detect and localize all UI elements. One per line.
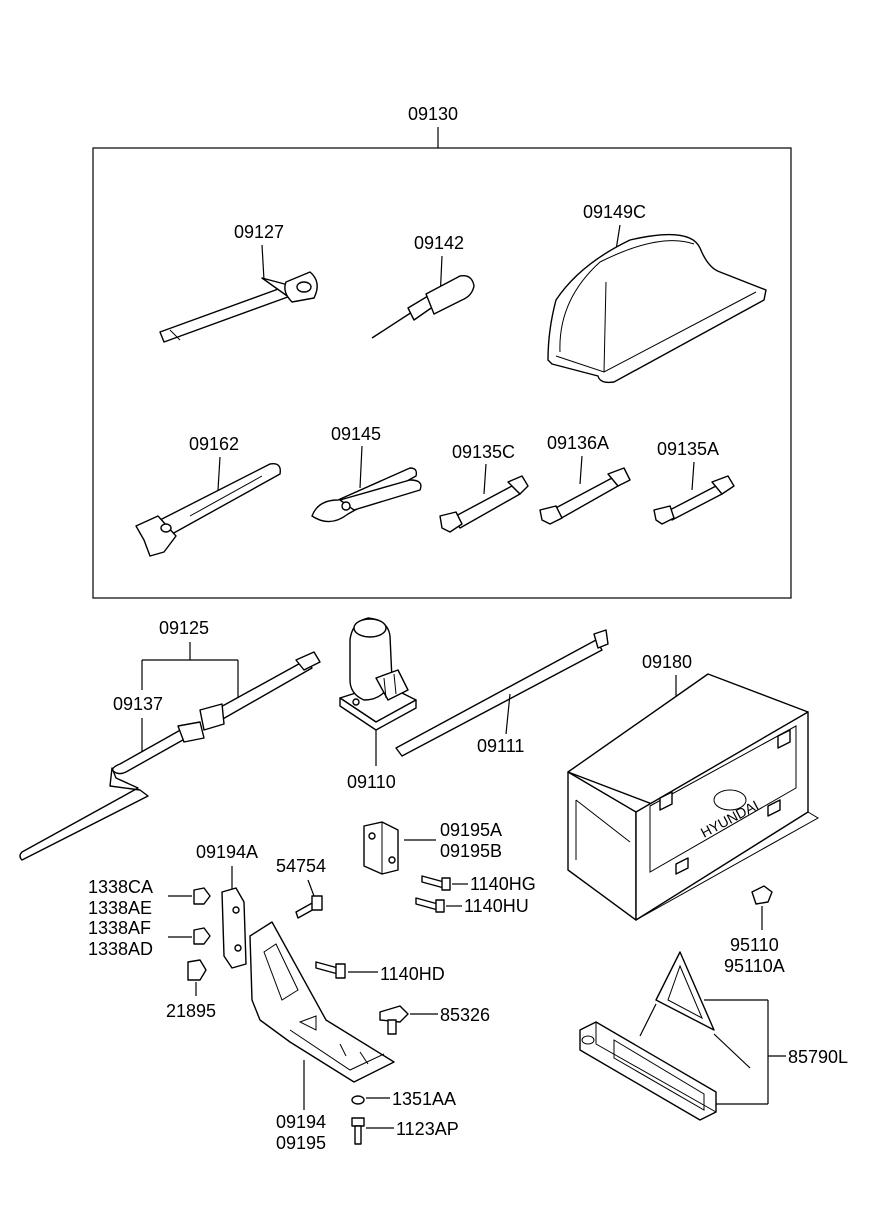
label-1338ae: 1338AE bbox=[88, 898, 152, 918]
bottle-jack: 09110 bbox=[339, 617, 417, 792]
extension-bar: 09111 bbox=[395, 629, 609, 757]
label-09194a: 09194A bbox=[196, 842, 258, 862]
label-54754: 54754 bbox=[276, 856, 326, 876]
label-09149c: 09149C bbox=[583, 202, 646, 222]
plate-09194a: 09194A bbox=[196, 842, 258, 969]
clip-95110: 95110 95110A bbox=[724, 885, 785, 976]
label-09137: 09137 bbox=[113, 694, 163, 714]
nut-1338af: 1338AF 1338AD bbox=[88, 918, 211, 959]
label-85790l: 85790L bbox=[788, 1047, 848, 1067]
label-1338ad: 1338AD bbox=[88, 939, 153, 959]
label-1140hu: 1140HU bbox=[464, 896, 529, 916]
label-09111: 09111 bbox=[477, 736, 524, 756]
washer-1351aa: 1351AA bbox=[351, 1089, 456, 1109]
bolt-1140hg: 1140HG bbox=[421, 874, 536, 894]
label-09162: 09162 bbox=[189, 434, 239, 454]
label-1338af: 1338AF bbox=[88, 918, 151, 938]
label-09195a: 09195A bbox=[440, 820, 502, 840]
label-09195: 09195 bbox=[276, 1133, 326, 1153]
label-09180: 09180 bbox=[642, 652, 692, 672]
clip-85326: 85326 bbox=[379, 1005, 490, 1035]
jack-handle: 09125 09137 bbox=[19, 618, 321, 861]
bolt-1123ap: 1123AP bbox=[351, 1117, 459, 1145]
label-1338ca: 1338CA bbox=[88, 877, 153, 897]
label-09110: 09110 bbox=[347, 772, 396, 792]
label-85326: 85326 bbox=[440, 1005, 490, 1025]
label-95110: 95110 bbox=[730, 935, 779, 955]
warning-triangle: 85790L bbox=[579, 951, 848, 1121]
tool-bag: 09149C bbox=[547, 202, 767, 384]
label-09142: 09142 bbox=[414, 233, 464, 253]
label-1351aa: 1351AA bbox=[392, 1089, 456, 1109]
label-1140hd: 1140HD bbox=[380, 964, 445, 984]
pliers: 09145 bbox=[311, 424, 422, 523]
storage-box: 09180 HYUNDAI bbox=[567, 652, 819, 921]
label-09135c: 09135C bbox=[452, 442, 515, 462]
label-95110a: 95110A bbox=[724, 956, 785, 976]
label-09194: 09194 bbox=[276, 1112, 326, 1132]
nut-1338ca: 1338CA 1338AE bbox=[88, 877, 211, 918]
label-09127: 09127 bbox=[234, 222, 284, 242]
label-09136a: 09136A bbox=[547, 433, 609, 453]
label-09130: 09130 bbox=[408, 104, 458, 124]
screwdriver: 09142 bbox=[371, 233, 475, 339]
label-09195b: 09195B bbox=[440, 841, 502, 861]
bolt-54754: 54754 bbox=[276, 856, 326, 919]
wheel-nut-wrench: 09127 bbox=[159, 222, 318, 343]
bracket-09195a: 09195A 09195B bbox=[363, 820, 502, 875]
label-09135a: 09135A bbox=[657, 439, 719, 459]
bolt-1140hu: 1140HU bbox=[415, 896, 529, 916]
spanner-09135c: 09135C bbox=[439, 442, 529, 533]
adjustable-wrench: 09162 bbox=[135, 434, 281, 557]
label-1123ap: 1123AP bbox=[396, 1119, 459, 1139]
label-09145: 09145 bbox=[331, 424, 381, 444]
label-09125: 09125 bbox=[159, 618, 209, 638]
tool-kit-frame bbox=[92, 147, 792, 599]
label-21895: 21895 bbox=[166, 1001, 216, 1021]
bracket-09194: 09194 09195 bbox=[249, 921, 395, 1153]
bolt-1140hd: 1140HD bbox=[315, 961, 445, 984]
spanner-09135a: 09135A bbox=[653, 439, 735, 525]
nut-21895: 21895 bbox=[166, 959, 216, 1021]
spanner-09136a: 09136A bbox=[539, 433, 631, 525]
label-1140hg: 1140HG bbox=[470, 874, 536, 894]
